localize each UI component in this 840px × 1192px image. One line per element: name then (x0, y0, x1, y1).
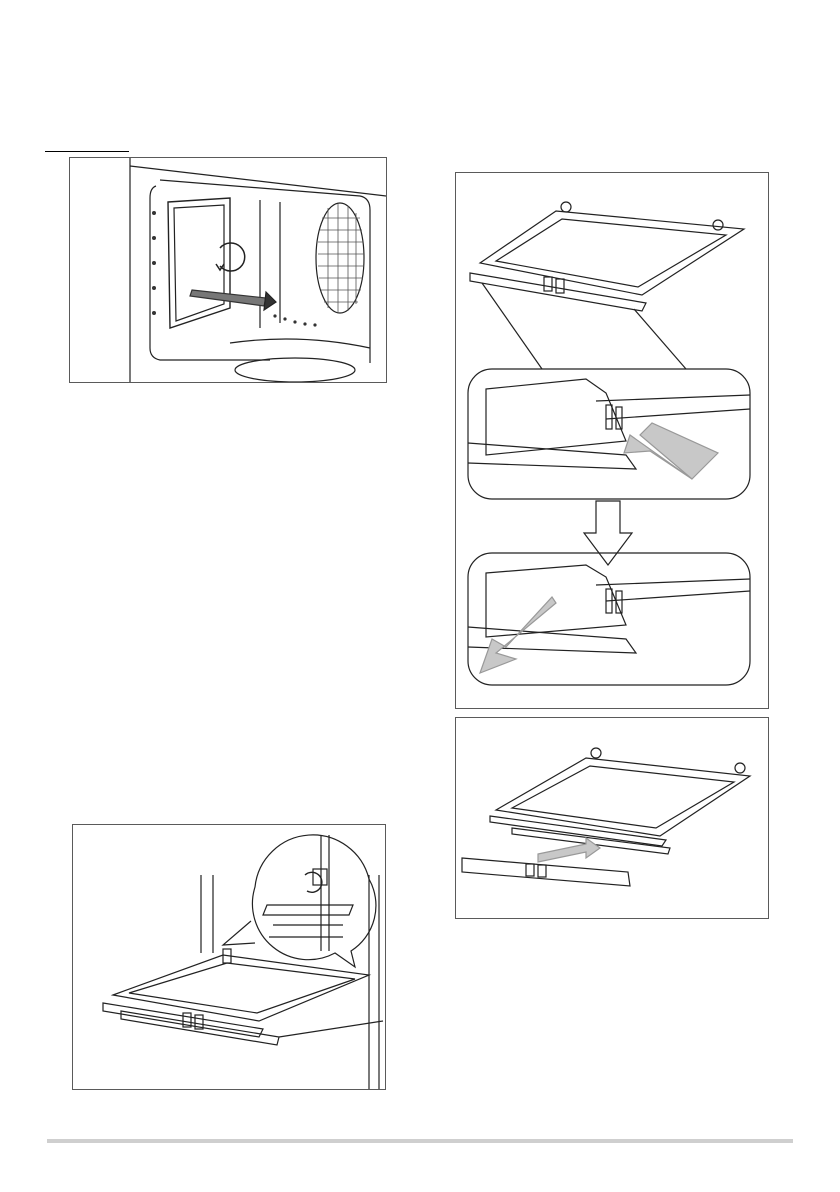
oven-door-hinge-lock-icon (73, 825, 385, 1089)
figure-door-hinge (72, 824, 386, 1090)
page-footer-bar (47, 1139, 793, 1143)
section-rule (45, 151, 129, 152)
figure-door-trim-removed (455, 717, 769, 919)
door-trim-release-steps-icon (456, 173, 768, 708)
figure-oven-interior (69, 157, 387, 383)
door-trim-removed-icon (456, 718, 768, 918)
oven-cavity-lamp-removal-icon (70, 158, 386, 382)
figure-door-trim-steps (455, 172, 769, 709)
